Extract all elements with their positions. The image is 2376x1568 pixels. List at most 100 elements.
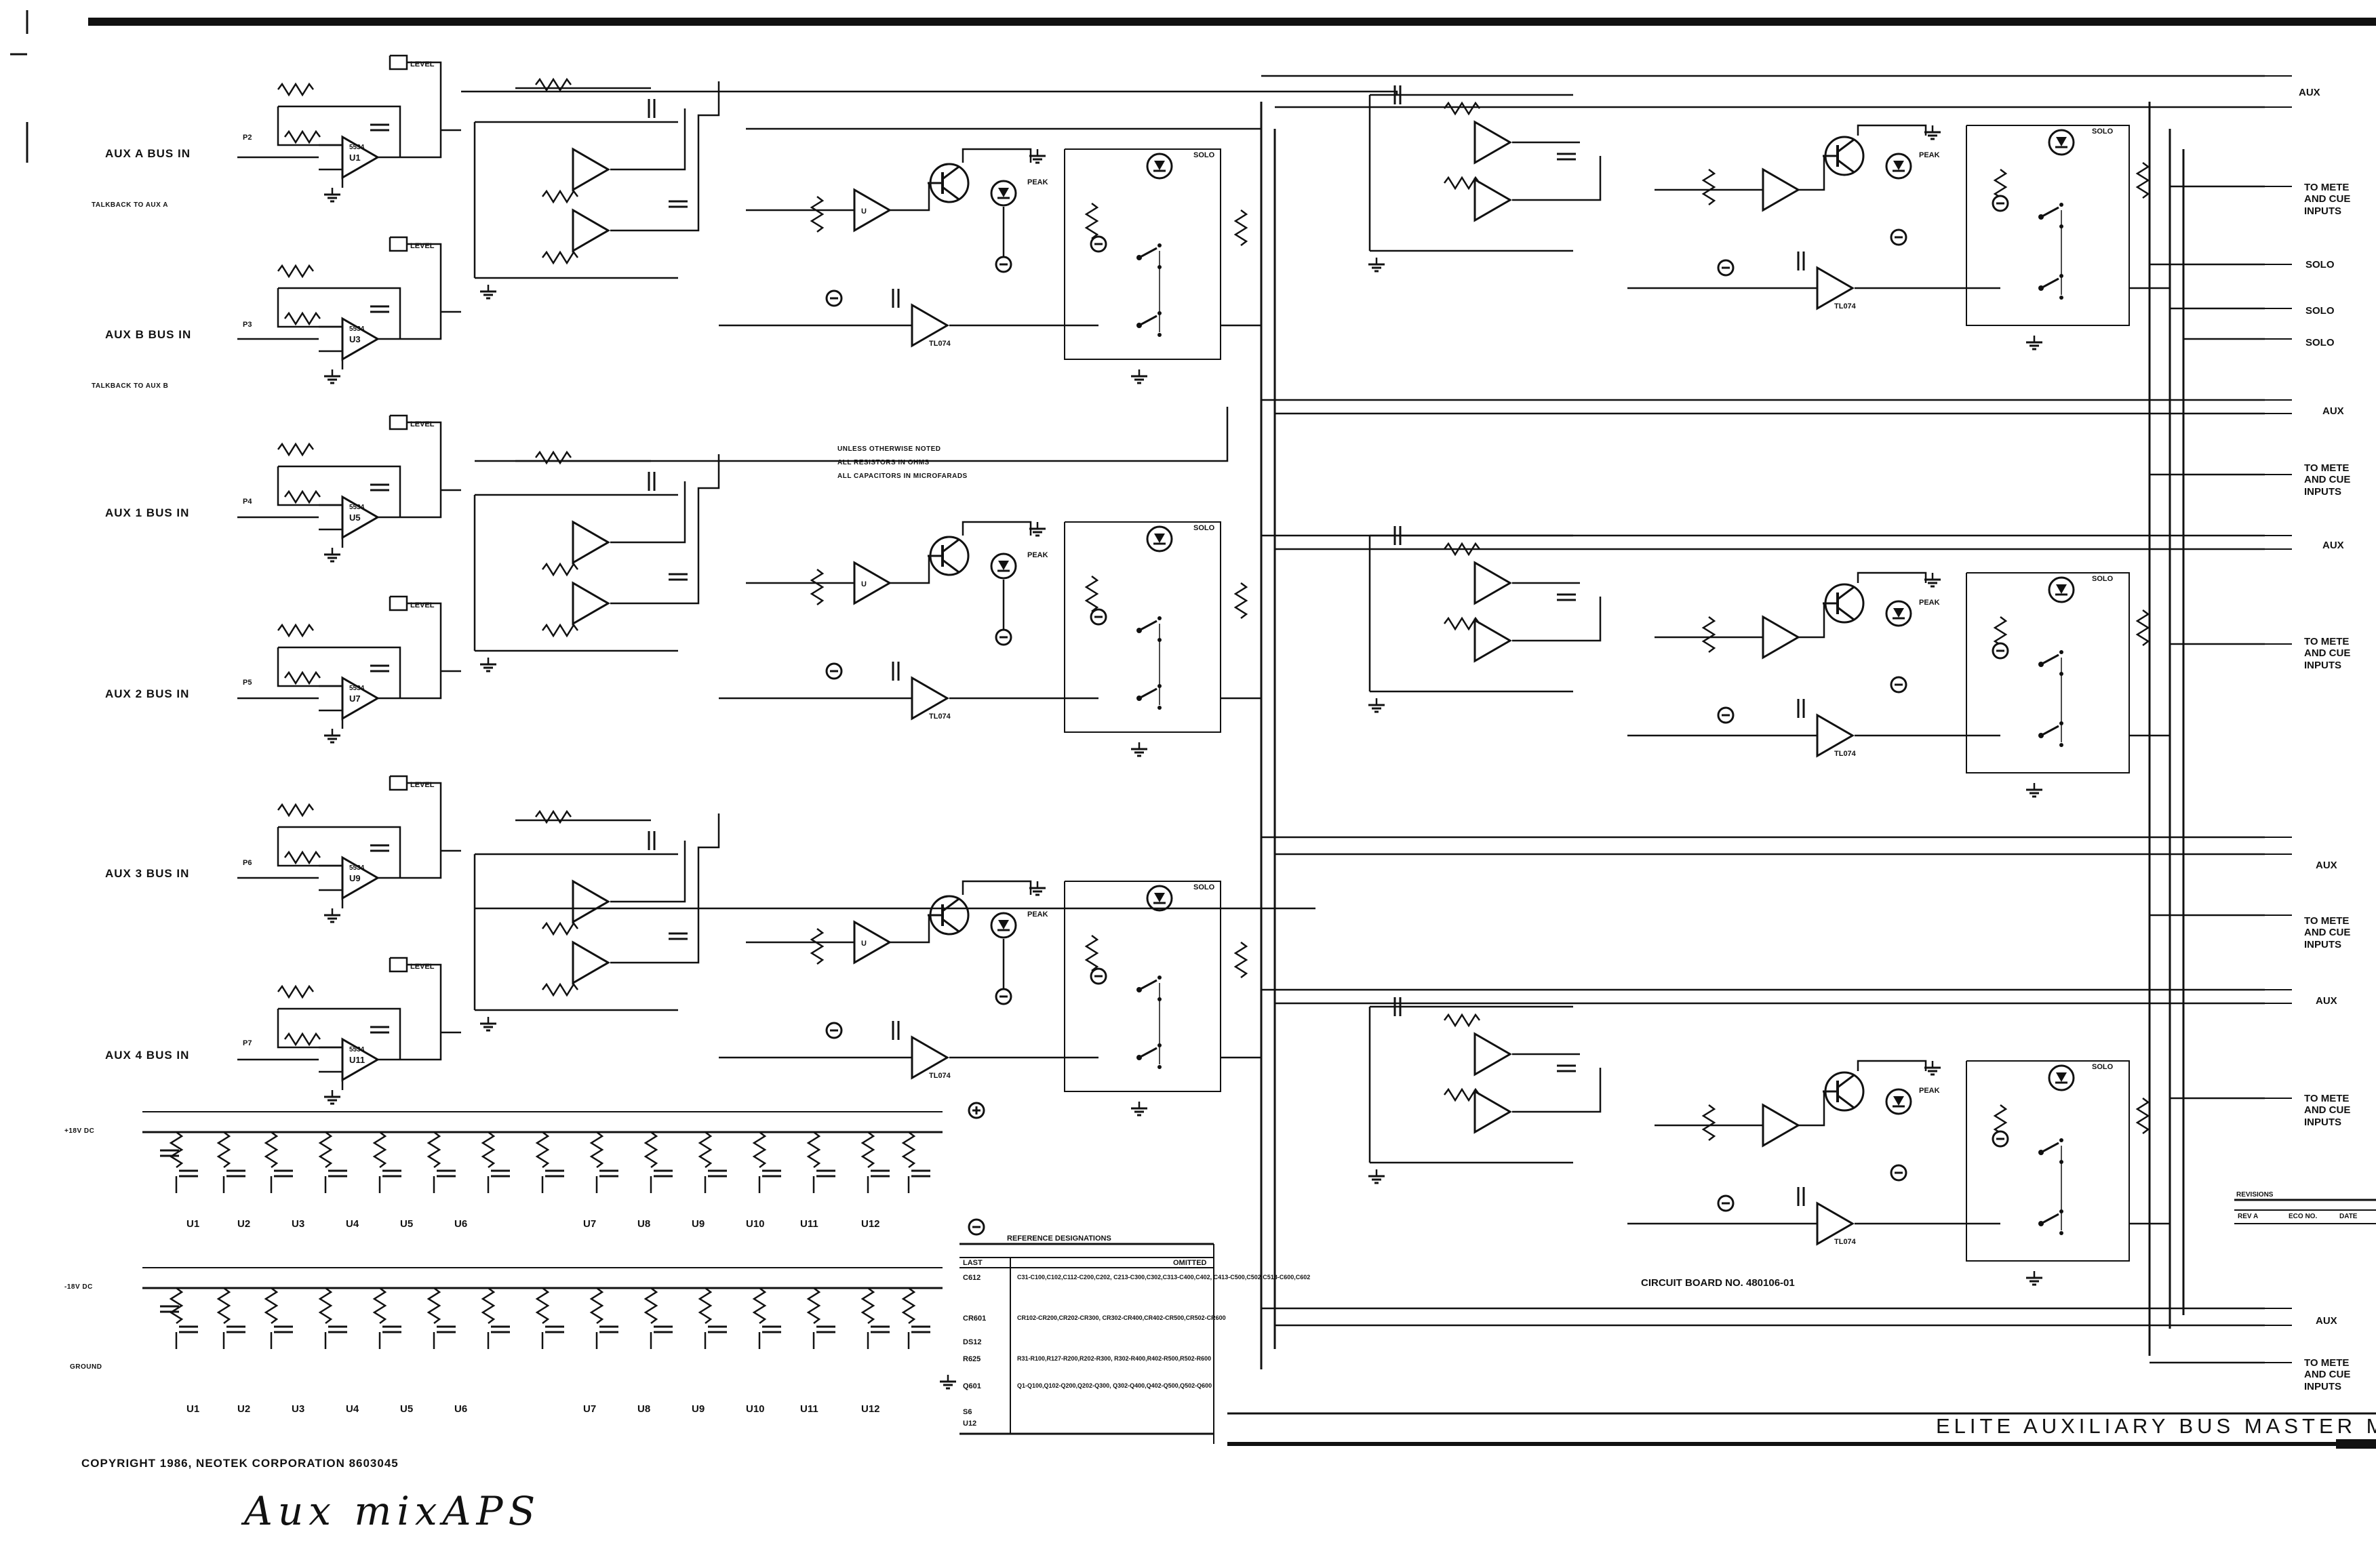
reference-omitted: CR102-CR200,CR202-CR300, CR302-CR400,CR4… <box>1017 1314 1226 1321</box>
power-opamp-label: U9 <box>692 1218 705 1230</box>
capacitor <box>761 1169 783 1178</box>
resistor <box>373 1287 387 1325</box>
opamp-part: TL074 <box>929 712 951 721</box>
power-opamp-label: U4 <box>346 1218 359 1230</box>
solo-switch <box>2037 649 2065 677</box>
power-opamp-label: U12 <box>861 1403 880 1415</box>
peak-label: PEAK <box>1919 151 1940 159</box>
power-opamp-label: U4 <box>346 1403 359 1415</box>
capacitor <box>815 1169 837 1178</box>
solo-label: SOLO <box>1193 883 1215 891</box>
capacitor <box>490 1169 511 1178</box>
solo-label: SOLO <box>2092 1063 2114 1071</box>
peak-label: PEAK <box>1919 1087 1940 1095</box>
output-solo: SOLO <box>2305 305 2335 317</box>
peak-amplifier <box>853 921 891 964</box>
pin-label: P6 <box>243 859 252 867</box>
mix-amplifier <box>572 521 610 564</box>
solo-switch <box>2037 1137 2065 1165</box>
resistor <box>2136 1097 2150 1135</box>
ground-symbol <box>1028 880 1047 896</box>
solo-switch <box>2037 201 2065 230</box>
capacitor <box>1797 1186 1805 1207</box>
ground-symbol <box>938 1373 957 1390</box>
reference-last: R625 <box>963 1355 981 1363</box>
revisions-col: DATE <box>2339 1213 2358 1220</box>
power-opamp-label: U2 <box>237 1403 250 1415</box>
solo-label: SOLO <box>2092 127 2114 136</box>
resistor <box>277 264 315 278</box>
reference-omitted: R31-R100,R127-R200,R202-R300, R302-R400,… <box>1017 1355 1212 1362</box>
resistor <box>277 803 315 817</box>
note-capacitors: ALL CAPACITORS IN MICROFARADS <box>837 473 968 480</box>
negative-supply <box>1890 228 1907 246</box>
opamp-part: 5534 <box>349 325 365 333</box>
solo-label: SOLO <box>1193 524 1215 532</box>
ground-symbol <box>479 1016 498 1032</box>
ground-symbol <box>1130 1100 1149 1117</box>
solo-switch <box>1135 1042 1163 1070</box>
opamp-part: TL074 <box>1834 302 1857 310</box>
capacitor <box>815 1325 837 1333</box>
resistor <box>807 1131 820 1169</box>
peak-amplifier <box>853 561 891 605</box>
opamp-part: TL074 <box>1834 750 1857 758</box>
resistor <box>277 624 315 637</box>
mix-amplifier <box>1473 561 1511 605</box>
ground-symbol <box>1923 124 1942 140</box>
peak-label: PEAK <box>1027 551 1048 559</box>
capacitor <box>544 1169 566 1178</box>
peak-led <box>1885 1088 1912 1115</box>
ground-symbol <box>1923 571 1942 588</box>
capacitor <box>652 1169 674 1178</box>
resistor <box>810 568 824 606</box>
capacitor <box>598 1169 620 1178</box>
solo-switch <box>1135 310 1163 338</box>
opamp-part: 5534 <box>349 504 365 511</box>
capacitor <box>648 470 656 492</box>
ground-symbol <box>323 1089 342 1105</box>
peak-amplifier <box>853 188 891 232</box>
negative-supply <box>1090 608 1107 626</box>
reference-omitted: Q1-Q100,Q102-Q200,Q202-Q300, Q302-Q400,Q… <box>1017 1382 1212 1389</box>
resistor <box>1443 102 1481 115</box>
input-label-talkback-b: TALKBACK TO AUX B <box>92 382 169 390</box>
opamp-part: 5534 <box>349 864 365 872</box>
negative-supply <box>1717 1194 1735 1212</box>
reference-last: CR601 <box>963 1314 987 1323</box>
resistor <box>319 1287 332 1325</box>
output-aux: AUX <box>2316 1315 2337 1327</box>
capacitor <box>490 1325 511 1333</box>
opamp-part: TL074 <box>929 1072 951 1080</box>
capacitor <box>652 1325 674 1333</box>
mix-amplifier <box>1473 1032 1511 1076</box>
resistor <box>536 1131 549 1169</box>
solo-switch <box>2037 1208 2065 1237</box>
resistor <box>1702 1104 1716 1142</box>
input-label-aux-1: AUX 1 BUS IN <box>105 506 190 519</box>
input-label-aux-4: AUX 4 BUS IN <box>105 1049 190 1062</box>
reference-last: U12 <box>963 1420 977 1428</box>
opamp-label: U9 <box>349 873 361 883</box>
mix-amplifier <box>1473 1090 1511 1133</box>
negative-supply <box>1890 676 1907 693</box>
input-label-aux-a: AUX A BUS IN <box>105 147 191 160</box>
power-opamp-label: U12 <box>861 1218 880 1230</box>
resistor <box>481 1131 495 1169</box>
capacitor <box>435 1325 457 1333</box>
capacitor <box>381 1169 403 1178</box>
capacitor <box>225 1169 247 1178</box>
peak-led <box>990 912 1017 939</box>
solo-switch <box>2037 720 2065 748</box>
ground-symbol <box>323 186 342 203</box>
power-opamp-label: U7 <box>583 1403 596 1415</box>
ground-symbol <box>1367 697 1386 713</box>
opamp-label: U <box>861 580 867 588</box>
transistor <box>926 536 970 576</box>
capacitor <box>1797 698 1805 719</box>
resistor <box>902 1131 915 1169</box>
ground-symbol <box>479 656 498 672</box>
output-aux: AUX <box>2316 995 2337 1007</box>
